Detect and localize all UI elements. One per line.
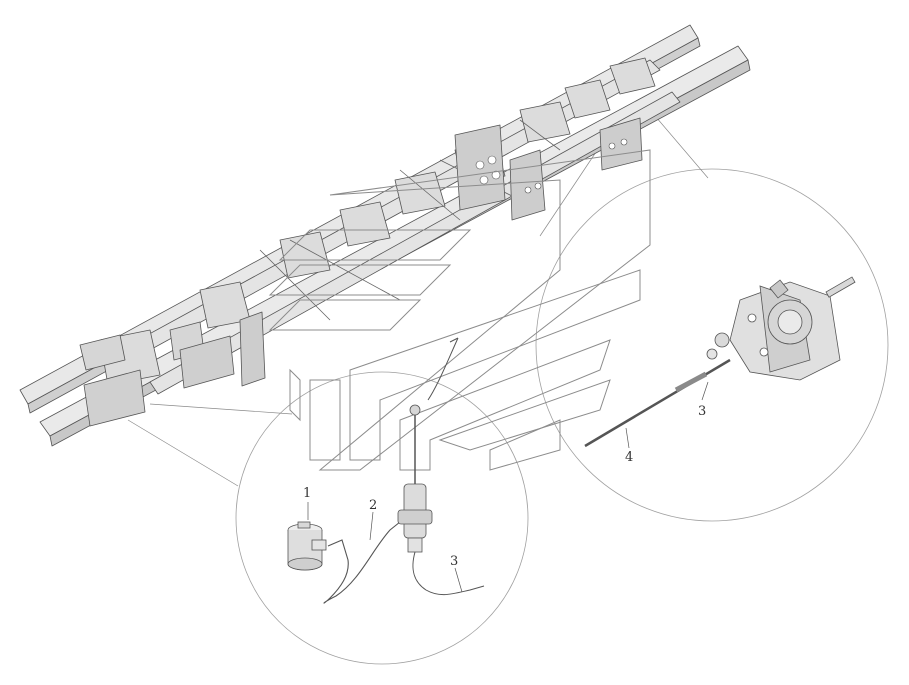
detail-circle-left xyxy=(235,371,529,665)
clutch-hydraulic-line xyxy=(412,337,485,596)
callout-4: 4 xyxy=(625,427,633,465)
manufacturer-logo-watermark xyxy=(268,149,651,471)
callout-label-4: 4 xyxy=(625,450,633,465)
callout-1: 1 xyxy=(303,486,311,520)
callout-2: 2 xyxy=(369,498,377,541)
clutch-booster-housing xyxy=(706,276,856,381)
callout-label-3-left: 3 xyxy=(450,554,458,569)
chassis-frame xyxy=(19,24,751,447)
callout-label-2: 2 xyxy=(369,498,377,513)
callout-3-right: 3 xyxy=(698,381,709,419)
callout-label-1: 1 xyxy=(303,486,311,501)
detail-circle-right xyxy=(535,168,889,522)
clutch-master-cylinder xyxy=(397,404,433,553)
reservoir-hose xyxy=(323,521,401,604)
clutch-push-rod xyxy=(584,358,731,448)
callout-label-3-right: 3 xyxy=(698,404,706,419)
callout-3-left: 3 xyxy=(450,554,463,593)
fluid-reservoir xyxy=(287,521,327,571)
